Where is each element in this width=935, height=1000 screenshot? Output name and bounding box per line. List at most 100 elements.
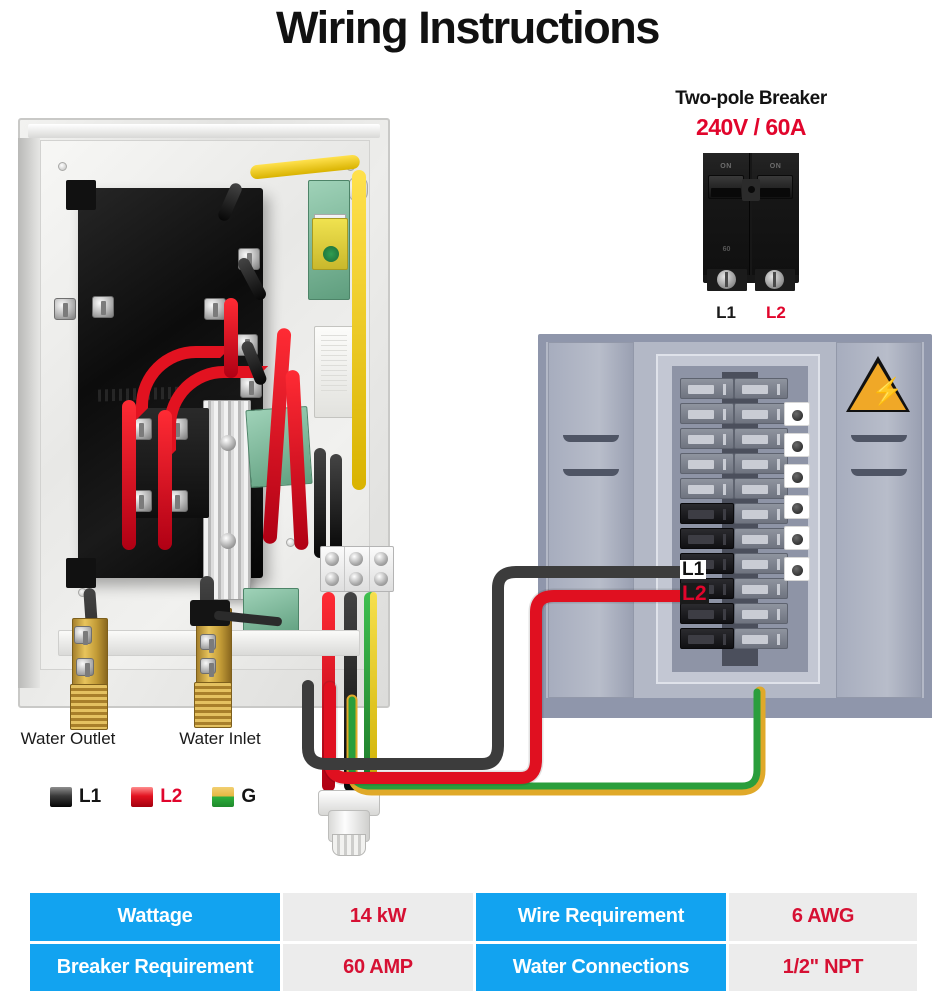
breaker-lug-left (707, 269, 747, 291)
panel-interior (656, 354, 820, 684)
breaker-on-label-left: ON (720, 163, 732, 170)
cable-gland-cap (332, 834, 366, 856)
hazard-triangle-icon (850, 363, 906, 410)
lightning-bolt-icon: ⚡ (871, 378, 903, 404)
lower-pcb (243, 588, 299, 638)
spec-value-wattage: 14 kW (283, 893, 473, 941)
breaker-pole-left: ON 60 (703, 153, 750, 275)
mounting-hole (58, 162, 67, 171)
terminal-screw (373, 552, 388, 566)
spec-value-water-connections: 1/2" NPT (729, 943, 917, 991)
three-way-terminal-block (320, 546, 394, 592)
knockout-icon (784, 433, 810, 457)
breaker-slot-occupied[interactable] (680, 528, 734, 549)
water-outlet-label: Water Outlet (20, 729, 116, 748)
panel-knockouts (784, 402, 810, 588)
knockout-icon (784, 526, 810, 550)
breaker-slot[interactable] (734, 428, 788, 449)
breaker-pole-right: ON (752, 153, 799, 275)
ground-lug-nut (54, 298, 76, 320)
breaker-tie-bar (742, 179, 760, 201)
two-pole-breaker-callout: Two-pole Breaker 240V / 60A ON 60 ON L1 … (640, 88, 862, 323)
terminal-screw (325, 572, 339, 586)
legend-item-l1: L1 (50, 786, 101, 808)
breaker-leg-labels: L1 L2 (640, 303, 862, 323)
red-wire-segment (224, 298, 238, 378)
spec-value-wire-requirement: 6 AWG (729, 893, 917, 941)
breaker-slot[interactable] (680, 378, 734, 399)
breaker-amp-marking: 60 (722, 246, 731, 253)
heatsink-screw (220, 533, 236, 549)
relay-component (314, 326, 354, 418)
black-wire-segment (314, 448, 326, 558)
breaker-slot[interactable] (680, 478, 734, 499)
breaker-slot[interactable] (734, 528, 788, 549)
two-pole-breaker-image: ON 60 ON (703, 153, 799, 291)
breaker-slot[interactable] (734, 403, 788, 424)
terminal-cell (321, 547, 346, 591)
terminal-screw (325, 552, 339, 566)
outlet-screw (76, 658, 94, 677)
spec-header-water-connections: Water Connections (476, 943, 726, 991)
black-wire-segment (330, 454, 342, 554)
knockout-icon (784, 495, 810, 519)
breaker-slot[interactable] (734, 553, 788, 574)
red-wire-segment (122, 400, 136, 550)
panel-l2-tag: L2 (680, 582, 709, 605)
legend-swatch-ground-icon (212, 787, 235, 807)
transformer (312, 218, 348, 270)
specification-table: Wattage 14 kW Wire Requirement 6 AWG Bre… (30, 893, 917, 991)
panel-door-left[interactable] (548, 342, 634, 698)
terminal-screw (373, 572, 388, 586)
terminal-cell (345, 547, 370, 591)
legend-label-l1: L1 (79, 786, 102, 807)
legend-item-l2: L2 (131, 786, 182, 808)
terminal-screw (349, 572, 364, 586)
supply-red-conductor (322, 592, 335, 792)
supply-ground-stripe (370, 592, 377, 792)
breaker-slot[interactable] (680, 453, 734, 474)
breaker-slot[interactable] (734, 578, 788, 599)
door-handle-slot-icon (851, 435, 907, 442)
breaker-slot[interactable] (734, 478, 788, 499)
supply-black-conductor (344, 592, 357, 792)
door-handle-slot-icon (563, 469, 619, 476)
water-inlet-fitting (194, 682, 232, 728)
module-bracket-bottom (66, 558, 96, 588)
inlet-screw (200, 634, 216, 653)
breaker-slot-occupied[interactable] (680, 603, 734, 624)
panel-base (538, 700, 932, 718)
breaker-slot-occupied[interactable] (680, 628, 734, 649)
outlet-screw (74, 626, 92, 645)
module-bracket-top (66, 180, 96, 210)
breaker-rating: 240V / 60A (695, 114, 807, 140)
breaker-column-left (680, 378, 734, 653)
breaker-leg-l1-label: L1 (716, 303, 736, 322)
breaker-slot-occupied[interactable] (680, 503, 734, 524)
breaker-leg-l2-label: L2 (766, 303, 786, 322)
knockout-icon (784, 402, 810, 426)
heater-left-shadow (18, 138, 40, 688)
breaker-slot[interactable] (734, 503, 788, 524)
ground-lug-nut (92, 296, 114, 318)
terminal-nut (204, 298, 226, 320)
spec-value-breaker-requirement: 60 AMP (283, 943, 473, 991)
red-wire-segment (158, 410, 172, 550)
breaker-slot[interactable] (680, 428, 734, 449)
legend-item-g: G (212, 786, 256, 808)
breaker-toggle-right (757, 175, 793, 199)
breaker-slot[interactable] (734, 378, 788, 399)
legend-label-g: G (241, 786, 257, 807)
breaker-slot[interactable] (734, 453, 788, 474)
breaker-slot[interactable] (734, 603, 788, 624)
legend-swatch-black-icon (50, 787, 72, 807)
electrical-service-panel: ⚡ (538, 334, 932, 718)
legend-label-l2: L2 (160, 786, 183, 807)
breaker-slot[interactable] (680, 403, 734, 424)
panel-l1-tag: L1 (680, 559, 707, 580)
breaker-slot[interactable] (734, 628, 788, 649)
breaker-toggle-left (708, 175, 744, 199)
spec-header-wire-requirement: Wire Requirement (476, 893, 726, 941)
inlet-screw (200, 658, 216, 677)
